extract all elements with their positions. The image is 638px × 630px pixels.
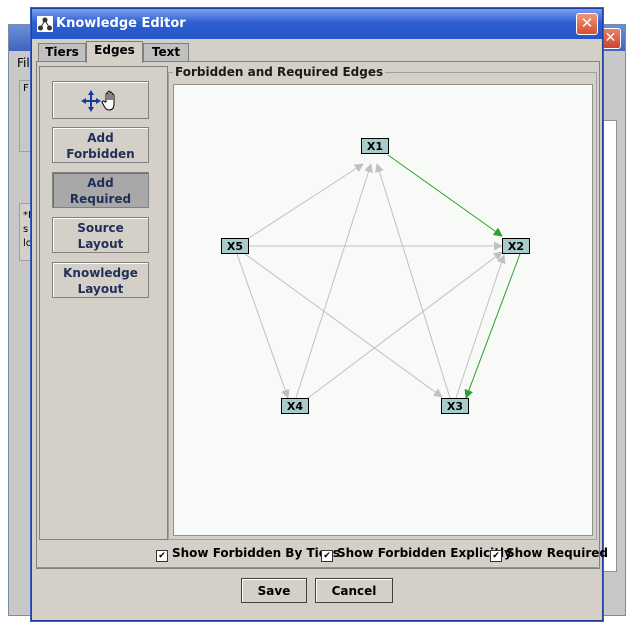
forbidden-edge-x5-x4[interactable] bbox=[236, 253, 290, 399]
checkbox-checked-icon[interactable]: ✔ bbox=[490, 550, 502, 562]
source-layout-button[interactable]: Source Layout bbox=[52, 217, 149, 253]
forbidden-edge-x5-x3[interactable] bbox=[244, 253, 443, 398]
graph-edges-layer bbox=[236, 154, 521, 399]
forbidden-edge-x4-x1[interactable] bbox=[295, 163, 373, 399]
cancel-button[interactable]: Cancel bbox=[315, 578, 393, 603]
edges-graph-group: Forbidden and Required Edges bbox=[168, 65, 597, 540]
graph-canvas[interactable]: X1 X2 X3 X4 X5 bbox=[173, 84, 593, 536]
add-forbidden-button[interactable]: Add Forbidden bbox=[52, 127, 149, 163]
knowledge-layout-button[interactable]: Knowledge Layout bbox=[52, 262, 149, 298]
knowledge-editor-dialog: Knowledge Editor ✕ Tiers Edges Text bbox=[31, 8, 608, 621]
graph-node-x5[interactable]: X5 bbox=[221, 238, 249, 254]
graph-group-title: Forbidden and Required Edges bbox=[173, 65, 386, 79]
show-required-checkbox[interactable]: ✔ Show Required bbox=[490, 546, 608, 562]
forbidden-edge-x3-x2[interactable] bbox=[455, 254, 506, 399]
background-text-fragment: lo bbox=[23, 238, 32, 249]
required-edge-x2-x3[interactable] bbox=[464, 253, 521, 399]
edges-tab-content: Add Forbidden Add Required Source Layout… bbox=[36, 61, 600, 569]
tab-tiers[interactable]: Tiers bbox=[38, 43, 86, 62]
add-required-button[interactable]: Add Required bbox=[52, 172, 149, 208]
graph-node-x4[interactable]: X4 bbox=[281, 398, 309, 414]
background-text-fragment: F bbox=[23, 83, 29, 94]
checkbox-label: Show Forbidden By Tiers bbox=[172, 546, 340, 560]
background-menu-fragment[interactable]: Fil bbox=[17, 56, 30, 70]
forbidden-edge-x4-x2[interactable] bbox=[307, 251, 503, 399]
forbidden-edge-x3-x1[interactable] bbox=[375, 163, 451, 399]
save-button[interactable]: Save bbox=[241, 578, 307, 603]
background-text-fragment: *F bbox=[23, 210, 34, 221]
bottom-separator bbox=[36, 567, 598, 568]
tab-edges[interactable]: Edges bbox=[86, 41, 143, 63]
move-hand-icon bbox=[80, 90, 114, 112]
graph-node-x1[interactable]: X1 bbox=[361, 138, 389, 154]
background-text-fragment: s bbox=[23, 224, 29, 235]
checkbox-checked-icon[interactable]: ✔ bbox=[321, 550, 333, 562]
required-edge-x1-x2[interactable] bbox=[387, 154, 503, 237]
background-close-icon[interactable]: ✕ bbox=[600, 28, 621, 49]
network-icon bbox=[37, 16, 53, 32]
checkbox-label: Show Forbidden Explicitly bbox=[337, 546, 512, 560]
dialog-titlebar[interactable]: Knowledge Editor ✕ bbox=[32, 9, 602, 39]
show-forbidden-by-tiers-checkbox[interactable]: ✔Show Forbidden By Tiers bbox=[156, 546, 340, 562]
forbidden-edge-x5-x1[interactable] bbox=[248, 163, 364, 239]
move-tool-button[interactable] bbox=[52, 81, 149, 119]
graph-node-x2[interactable]: X2 bbox=[502, 238, 530, 254]
show-forbidden-explicitly-checkbox[interactable]: ✔Show Forbidden Explicitly bbox=[321, 546, 512, 562]
graph-node-x3[interactable]: X3 bbox=[441, 398, 469, 414]
tool-panel: Add Forbidden Add Required Source Layout… bbox=[39, 66, 168, 540]
close-icon[interactable]: ✕ bbox=[576, 13, 598, 35]
dialog-title: Knowledge Editor bbox=[56, 16, 186, 31]
checkbox-label: Show Required bbox=[506, 546, 608, 560]
checkbox-checked-icon[interactable]: ✔ bbox=[156, 550, 168, 562]
tab-text[interactable]: Text bbox=[143, 43, 189, 62]
